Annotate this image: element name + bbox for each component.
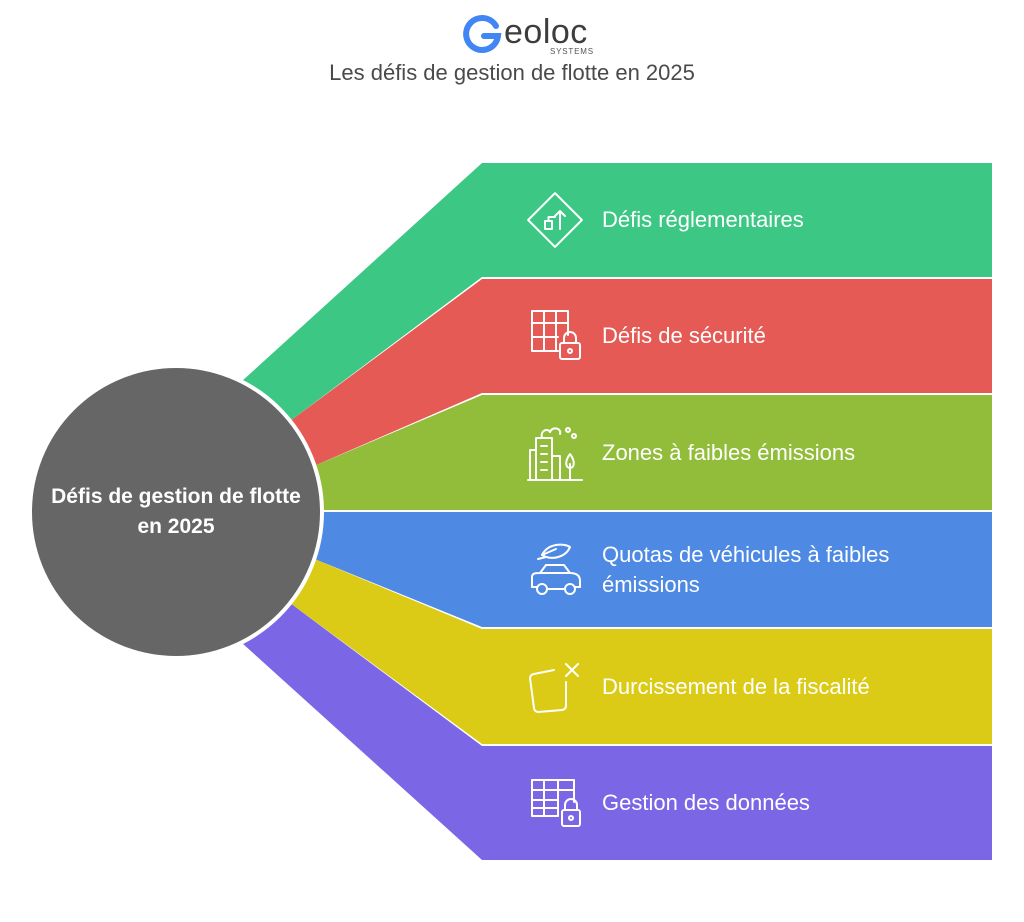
grid-lock-icon (531, 310, 581, 360)
road-sign-icon (527, 192, 583, 248)
band-security (290, 279, 992, 466)
logo-g-icon (463, 14, 502, 53)
band-low-emission-zones (314, 395, 992, 510)
hub-label: Défis de gestion de flotte en 2025 (51, 485, 301, 538)
band-label-security: Défis de sécurité (602, 323, 766, 348)
band-taxation (290, 558, 992, 744)
page-title: Les défis de gestion de flotte en 2025 (329, 60, 695, 85)
logo-wordmark: eoloc (504, 13, 588, 51)
band-label-low-emission-zones: Zones à faibles émissions (602, 440, 856, 465)
geoloc-logo: eoloc SYSTEMS (462, 13, 602, 58)
band-label-low-emission-quotas: Quotas de véhicules à faibles émissions (602, 542, 890, 597)
band-data-management (242, 603, 992, 860)
logo-subtitle: SYSTEMS (550, 47, 594, 56)
band-label-taxation: Durcissement de la fiscalité (602, 674, 870, 699)
band-label-data-management: Gestion des données (602, 790, 810, 815)
city-emissions-icon (527, 427, 583, 481)
table-lock-icon (531, 779, 581, 827)
document-cross-icon (529, 663, 579, 713)
band-label-regulatory: Défis réglementaires (602, 207, 804, 232)
hub-circle (28, 364, 324, 660)
band-low-emission-quotas (312, 512, 992, 627)
band-regulatory (242, 163, 992, 421)
eco-car-icon (531, 543, 581, 595)
